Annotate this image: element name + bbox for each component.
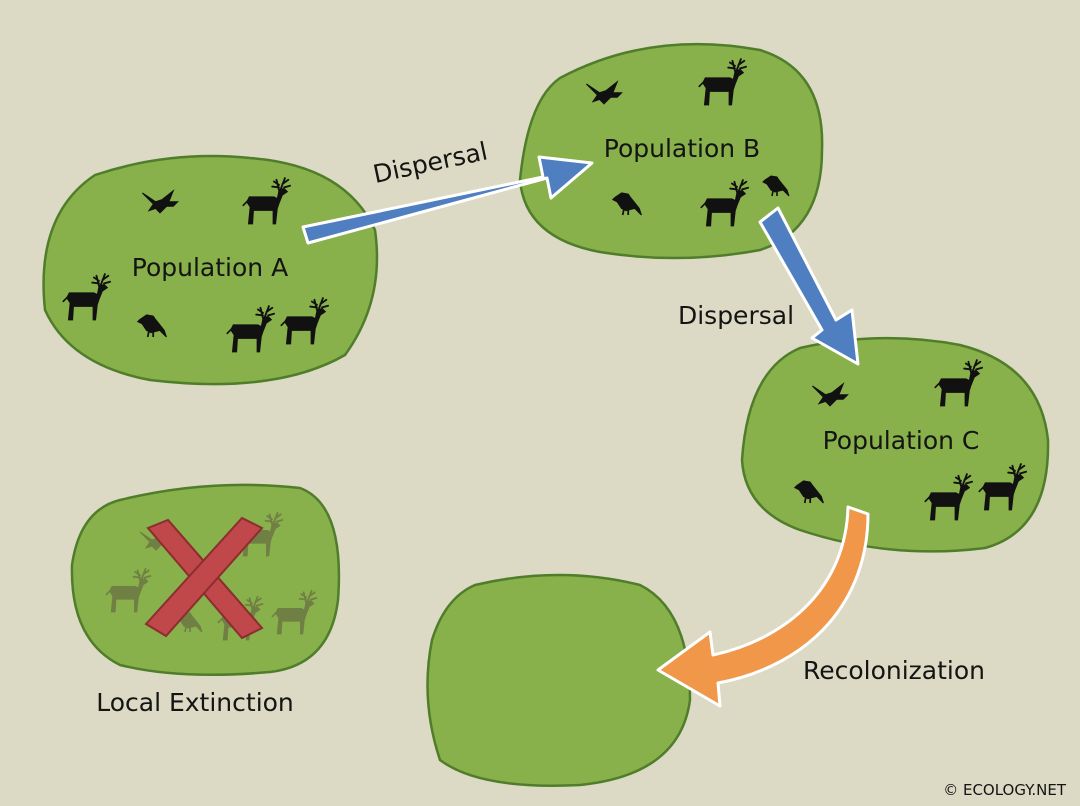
dispersal-label-b-to-c: Dispersal — [678, 301, 794, 330]
red-x-icon — [144, 516, 264, 640]
population-c-label: Population C — [823, 426, 980, 455]
dispersal-label-a-to-b: Dispersal — [370, 136, 490, 188]
copyright-text: © ECOLOGY.NET — [943, 781, 1067, 799]
local-extinction-label: Local Extinction — [96, 688, 294, 717]
dispersal-arrow-b-to-c — [758, 206, 860, 366]
recolonization-label: Recolonization — [803, 656, 985, 685]
population-a-label: Population A — [132, 253, 288, 282]
population-b-label: Population B — [604, 134, 760, 163]
empty-patch — [426, 573, 692, 787]
dispersal-arrow-a-to-b — [301, 155, 594, 245]
recolonization-arrow — [656, 505, 870, 708]
